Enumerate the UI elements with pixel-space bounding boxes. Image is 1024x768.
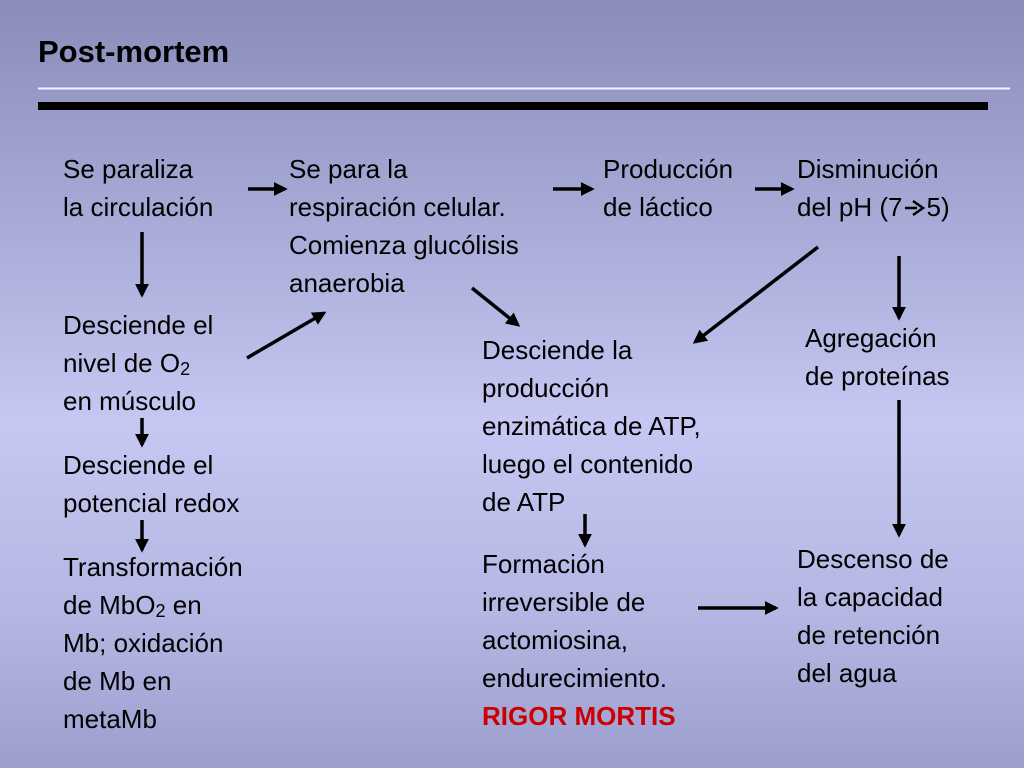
node-o2: Desciende el nivel de O2 en músculo (63, 306, 213, 420)
node-text-ph: del pH (7 5) (797, 188, 950, 226)
node-respiration: Se para la respiración celular. Comienza… (289, 150, 519, 302)
node-text: potencial redox (63, 488, 240, 518)
o2-subscript: 2 (180, 359, 191, 379)
node-text: Agregación (805, 323, 937, 353)
mbo2-text: de MbO (63, 590, 156, 620)
node-text: Comienza glucólisis (289, 230, 519, 260)
node-text: anaerobia (289, 268, 405, 298)
node-text: metaMb (63, 704, 157, 734)
node-redox: Desciende el potencial redox (63, 446, 239, 522)
arrow-ph-to-atp (692, 245, 820, 344)
node-text-o2: nivel de O2 (63, 344, 213, 382)
page-title: Post-mortem (38, 34, 230, 69)
node-text: Disminución (797, 154, 939, 184)
node-text: de Mb en (63, 666, 172, 696)
rigor-mortis-label: RIGOR MORTIS (482, 701, 676, 731)
node-text: Desciende la (482, 335, 633, 365)
node-text: de láctico (603, 192, 713, 222)
arrow-respiration-to-atp (470, 286, 521, 327)
node-text: la circulación (63, 192, 214, 222)
mbo2-subscript: 2 (155, 601, 166, 621)
node-circulation: Se paraliza la circulación (63, 150, 213, 226)
arrow-o2-to-respiration (246, 311, 327, 360)
node-text: Mb; oxidación (63, 628, 224, 658)
node-text: Desciende el (63, 450, 214, 480)
node-text: en músculo (63, 386, 196, 416)
node-text: Desciende el (63, 310, 214, 340)
node-text: la capacidad (797, 582, 943, 612)
node-text: actomiosina, (482, 625, 628, 655)
node-text: de proteínas (805, 361, 950, 391)
node-text: de ATP (482, 487, 566, 517)
mbo2-text-post: en (165, 590, 202, 620)
node-text: luego el contenido (482, 449, 694, 479)
node-text: de retención (797, 620, 941, 650)
node-text: del agua (797, 658, 897, 688)
title-rule-thick (38, 102, 988, 110)
node-text: irreversible de (482, 587, 646, 617)
node-text: Producción (603, 154, 734, 184)
node-text: Descenso de (797, 544, 949, 574)
node-text-mbo2: de MbO2 en (63, 586, 243, 624)
node-text: endurecimiento. (482, 663, 667, 693)
node-text: respiración celular. (289, 192, 506, 222)
node-actomyosin: Formación irreversible de actomiosina, e… (482, 545, 676, 735)
node-aggregation: Agregación de proteínas (805, 319, 950, 395)
node-ph: Disminución del pH (7 5) (797, 150, 950, 226)
o2-text: nivel de O (63, 348, 181, 378)
ph-to: 5) (926, 192, 950, 222)
node-lactic: Producción de láctico (603, 150, 733, 226)
node-atp: Desciende la producción enzimática de AT… (482, 331, 701, 521)
node-water: Descenso de la capacidad de retención de… (797, 540, 949, 692)
node-mbo2: Transformación de MbO2 en Mb; oxidación … (63, 548, 243, 738)
node-text: Se paraliza (63, 154, 194, 184)
node-text: producción (482, 373, 610, 403)
ph-from: del pH (7 (797, 192, 903, 222)
node-text: Se para la (289, 154, 408, 184)
arrow-right-icon (904, 199, 925, 217)
node-text: Transformación (63, 552, 243, 582)
node-text: Formación (482, 549, 605, 579)
title-rule-thin (38, 86, 1010, 91)
node-text: enzimática de ATP, (482, 411, 701, 441)
